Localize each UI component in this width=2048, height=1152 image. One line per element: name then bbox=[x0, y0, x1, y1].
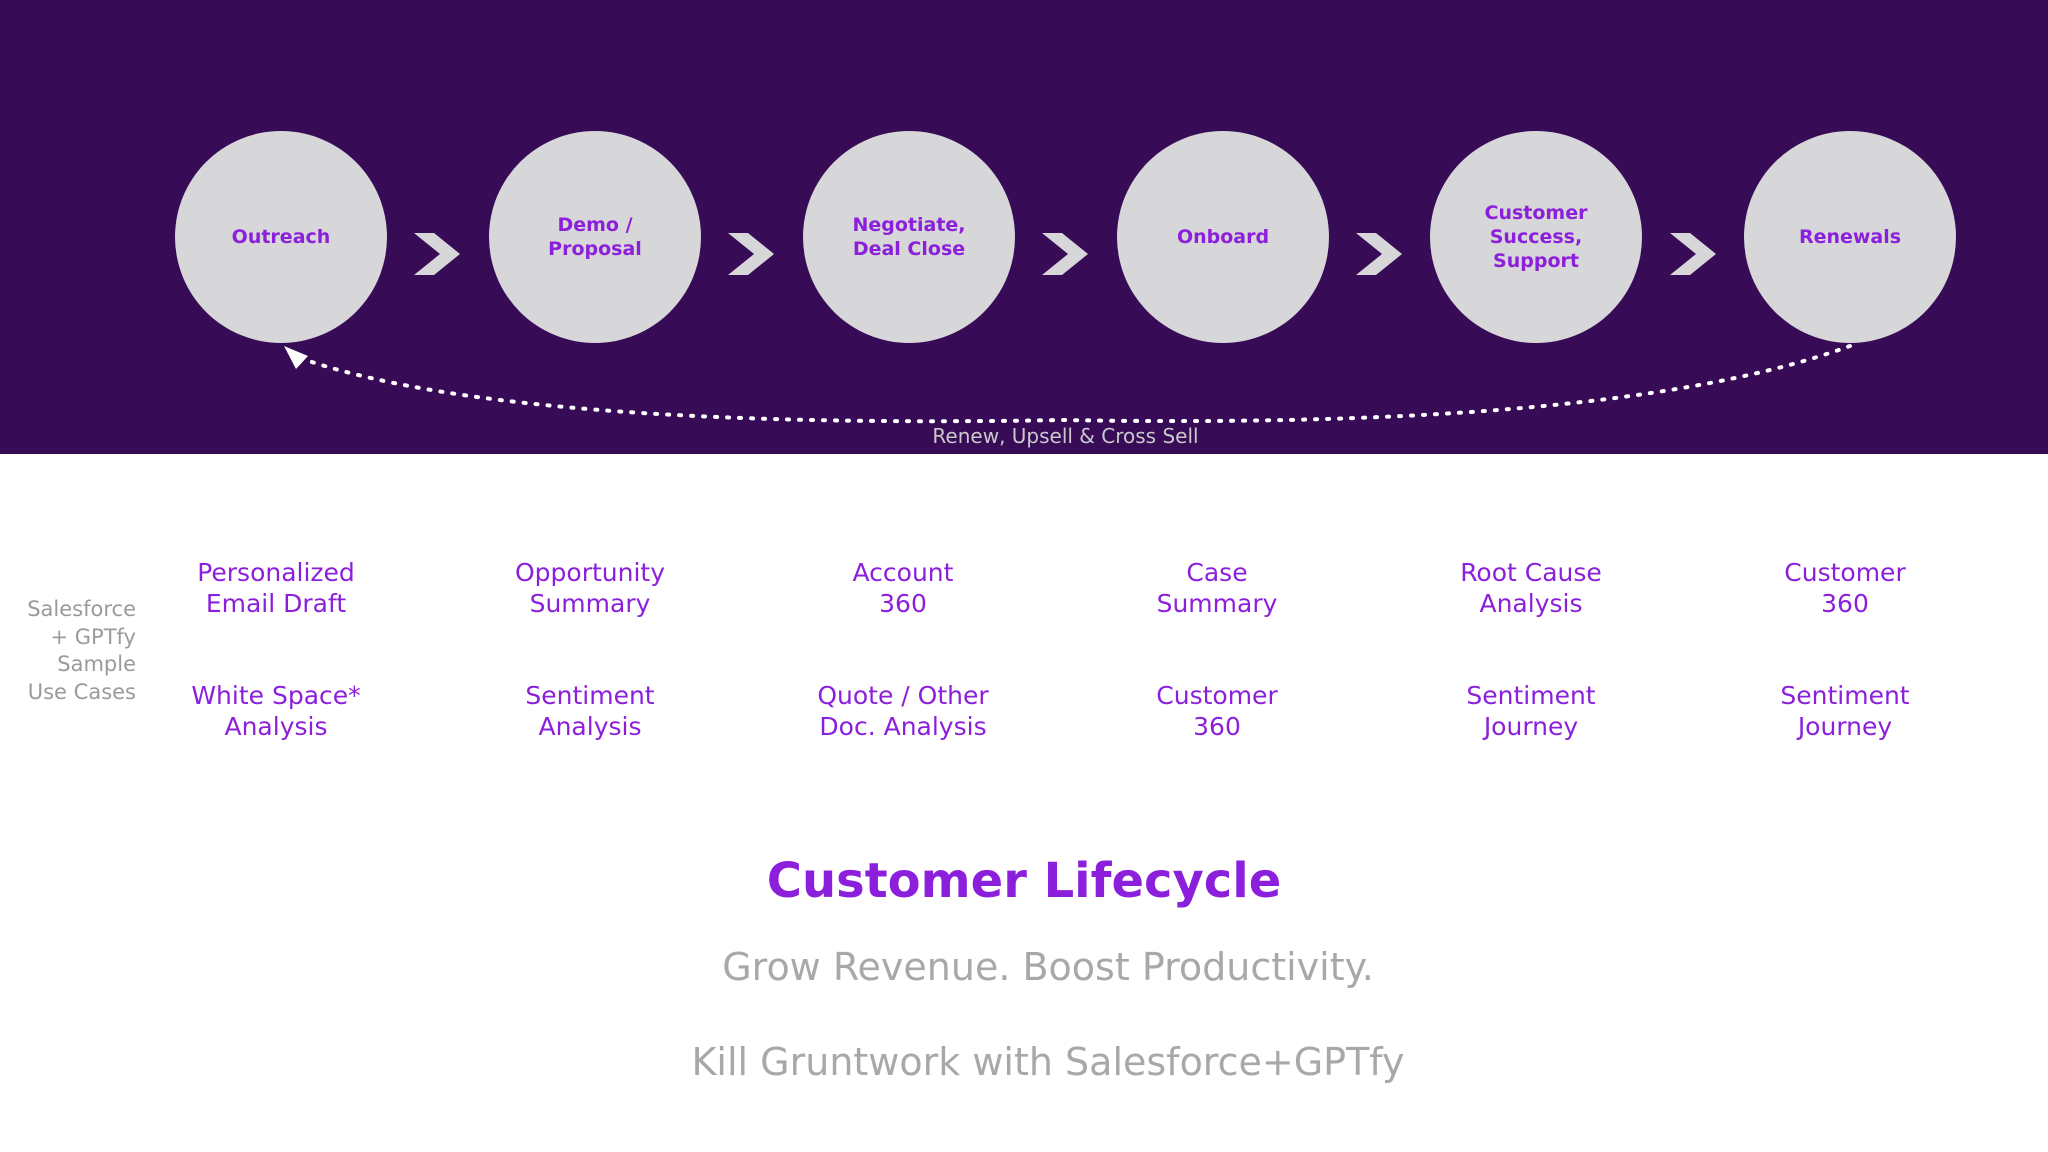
stage-outreach: Outreach bbox=[175, 131, 387, 343]
stage-onboard: Onboard bbox=[1117, 131, 1329, 343]
chevron-right-icon bbox=[414, 233, 460, 275]
stage-label: Outreach bbox=[231, 226, 331, 248]
use-case-secondary: Customer 360 bbox=[1156, 681, 1278, 741]
use-case-secondary: Sentiment Journey bbox=[1780, 681, 1910, 741]
stage-renewals: Renewals bbox=[1744, 131, 1956, 343]
use-case-secondary: Quote / Other Doc. Analysis bbox=[817, 681, 989, 741]
chevron-right-icon bbox=[1356, 233, 1402, 275]
chevron-right-icon bbox=[1042, 233, 1088, 275]
stage-label: Renewals bbox=[1798, 226, 1902, 248]
stage-label: Onboard bbox=[1176, 226, 1270, 248]
stage-label: Customer Success, Support bbox=[1484, 202, 1588, 272]
use-case-primary: Account 360 bbox=[852, 558, 954, 618]
use-case-primary: Opportunity Summary bbox=[514, 558, 666, 618]
tagline: Grow Revenue. Boost Productivity. bbox=[722, 945, 1374, 989]
stage-negotiate-deal-close: Negotiate, Deal Close bbox=[803, 131, 1015, 343]
use-case-secondary: Sentiment Journey bbox=[1466, 681, 1596, 741]
chevron-right-icon bbox=[1670, 233, 1716, 275]
stage-label: Demo / Proposal bbox=[548, 214, 642, 260]
use-case-primary: Customer 360 bbox=[1784, 558, 1906, 618]
use-cases-row-label: Salesforce + GPTfy Sample Use Cases bbox=[27, 597, 136, 704]
use-case-primary: Case Summary bbox=[1156, 558, 1278, 618]
use-case-primary: Personalized Email Draft bbox=[197, 558, 355, 618]
renew-loop-arrow bbox=[284, 344, 1852, 424]
stage-customer-success-support: Customer Success, Support bbox=[1430, 131, 1642, 343]
chevron-right-icon bbox=[728, 233, 774, 275]
stage-demo-proposal: Demo / Proposal bbox=[489, 131, 701, 343]
use-case-secondary: White Space* Analysis bbox=[191, 681, 361, 741]
loop-label: Renew, Upsell & Cross Sell bbox=[932, 424, 1199, 448]
use-case-primary: Root Cause Analysis bbox=[1460, 558, 1602, 618]
tagline-secondary: Kill Gruntwork with Salesforce+GPTfy bbox=[691, 1040, 1405, 1084]
stage-label: Negotiate, Deal Close bbox=[852, 214, 966, 260]
page-title: Customer Lifecycle bbox=[766, 853, 1282, 909]
use-case-secondary: Sentiment Analysis bbox=[525, 681, 655, 741]
